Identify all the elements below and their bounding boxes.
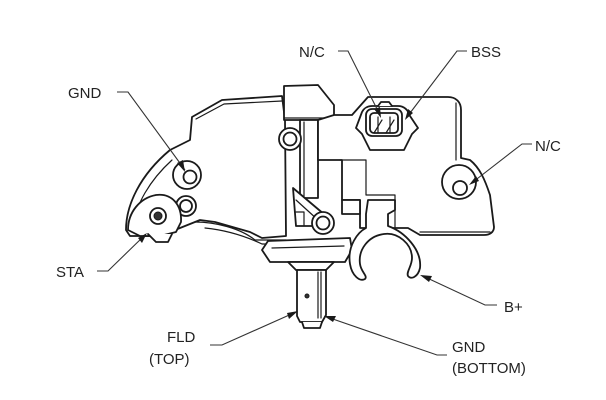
brush-holder xyxy=(261,187,353,329)
gnd-bottom-arrow xyxy=(324,316,336,322)
label-fld: FLD xyxy=(167,329,196,346)
terminal-labels: GND N/C BSS N/C STA B+ FLD (TOP) GND (BO… xyxy=(56,44,561,377)
label-b-plus: B+ xyxy=(504,299,523,316)
gnd-top-arrow xyxy=(177,160,185,172)
nc-top-leader xyxy=(338,50,381,116)
sta-leader xyxy=(97,234,146,272)
bss-connector xyxy=(355,101,419,151)
bss-leader xyxy=(406,50,467,118)
sta-terminal xyxy=(127,193,182,243)
nc-right-boss xyxy=(441,164,477,200)
nc-top-arrow xyxy=(374,107,381,118)
gnd-bottom-leader xyxy=(326,316,447,356)
sta-arrow xyxy=(138,233,147,243)
label-gnd-bottom: GND xyxy=(452,339,486,356)
leader-lines xyxy=(97,50,532,356)
nc-right-arrow xyxy=(469,176,479,185)
fld-arrow xyxy=(287,311,298,319)
fld-leader xyxy=(210,311,297,346)
label-nc-right: N/C xyxy=(535,138,561,155)
bss-arrow xyxy=(405,109,413,120)
label-bss: BSS xyxy=(471,44,501,61)
label-gnd-top: GND xyxy=(68,85,102,102)
label-sta: STA xyxy=(56,264,84,281)
top-boss xyxy=(278,127,302,151)
b-plus-leader xyxy=(424,276,497,306)
b-plus-arrow xyxy=(420,275,432,282)
label-fld-top: (TOP) xyxy=(149,351,190,368)
gnd-top-leader xyxy=(117,91,186,171)
gnd-mounting-boss xyxy=(172,160,202,190)
label-nc-top: N/C xyxy=(299,44,325,61)
nc-right-leader xyxy=(472,143,532,183)
label-gnd-bottom-sub: (BOTTOM) xyxy=(452,360,526,377)
lower-boss xyxy=(175,195,197,217)
b-plus-terminal xyxy=(348,199,421,281)
